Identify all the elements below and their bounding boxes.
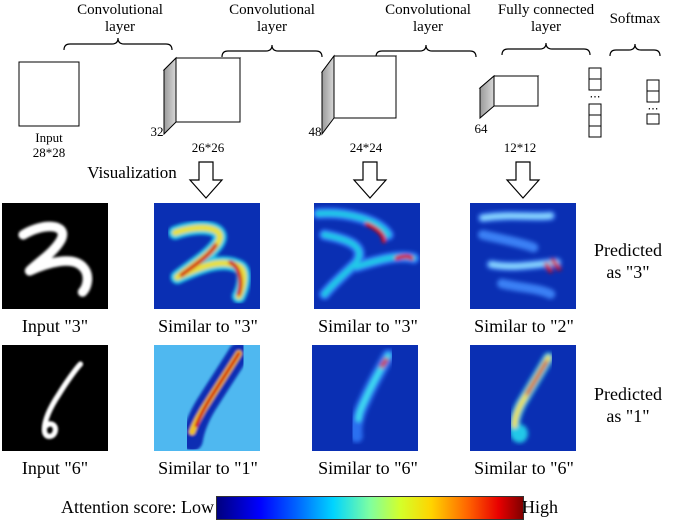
input-label: Input	[35, 130, 63, 145]
prediction-row1-line2: as "3"	[606, 262, 650, 282]
softmax-ellipsis: ⋯	[648, 103, 659, 115]
label-conv2: Convolutional layer	[220, 2, 324, 36]
prediction-row1-line1: Predicted	[594, 240, 662, 260]
caption-r1-c3: Similar to "2"	[474, 316, 574, 336]
b1-size: 26*26	[191, 140, 225, 155]
caption-r2-c1: Similar to "1"	[158, 458, 258, 478]
heatmap-r2-c1	[154, 345, 260, 451]
colorbar-title: Attention score: Low	[61, 497, 214, 517]
cube-24x24	[321, 54, 397, 136]
b3-depth: 64	[474, 121, 488, 136]
caption-r2-c3: Similar to "6"	[474, 458, 574, 478]
b1-depth: 32	[150, 124, 164, 139]
visualization-label: Visualization	[87, 163, 177, 182]
label-fc-text: Fully connected layer	[497, 2, 595, 35]
b2-depth: 48	[308, 124, 322, 139]
label-softmax: Softmax	[609, 11, 661, 27]
prediction-row2-line2: as "1"	[606, 406, 650, 426]
brace-conv1	[63, 37, 173, 51]
heatmap-r2-c3	[470, 345, 576, 451]
architecture-diagram: ⋯ ⋯	[18, 37, 661, 199]
prediction-row2-line1: Predicted	[594, 384, 662, 404]
input-image-3	[2, 203, 108, 309]
input-size: 28*28	[32, 145, 66, 160]
heatmap-r1-c2	[314, 203, 420, 309]
label-conv3-text: Convolutional layer	[385, 2, 471, 35]
caption-r1-c1: Similar to "3"	[158, 316, 258, 336]
arrow-down-2	[352, 161, 388, 199]
fc-neurons	[588, 67, 602, 138]
label-conv3: Convolutional layer	[376, 2, 480, 36]
arrow-down-1	[188, 161, 224, 199]
label-conv2-text: Convolutional layer	[229, 2, 315, 35]
label-fc: Fully connected layer	[496, 2, 596, 36]
b3-size: 12*12	[503, 140, 537, 155]
brace-conv2	[221, 44, 323, 58]
input-image-6	[2, 345, 108, 451]
brace-fc	[501, 42, 591, 56]
caption-input-3: Input "3"	[21, 316, 89, 336]
fc-ellipsis: ⋯	[590, 91, 601, 103]
label-conv1: Convolutional layer	[68, 2, 172, 36]
heatmap-r1-c1	[154, 203, 260, 309]
colorbar	[216, 496, 524, 520]
softmax-neurons	[646, 79, 660, 125]
colorbar-high: High	[522, 497, 558, 517]
caption-r2-c2: Similar to "6"	[318, 458, 418, 478]
cube-12x12	[478, 74, 540, 120]
caption-input-6: Input "6"	[21, 458, 89, 478]
brace-conv3	[375, 44, 477, 58]
heatmap-r1-c3	[470, 203, 576, 309]
brace-softmax	[609, 43, 661, 57]
input-square	[18, 61, 80, 127]
b2-size: 24*24	[349, 140, 383, 155]
caption-r1-c2: Similar to "3"	[318, 316, 418, 336]
cube-26x26	[162, 56, 242, 136]
label-conv1-text: Convolutional layer	[77, 2, 163, 35]
heatmap-r2-c2	[312, 345, 418, 451]
arrow-down-3	[505, 161, 541, 199]
